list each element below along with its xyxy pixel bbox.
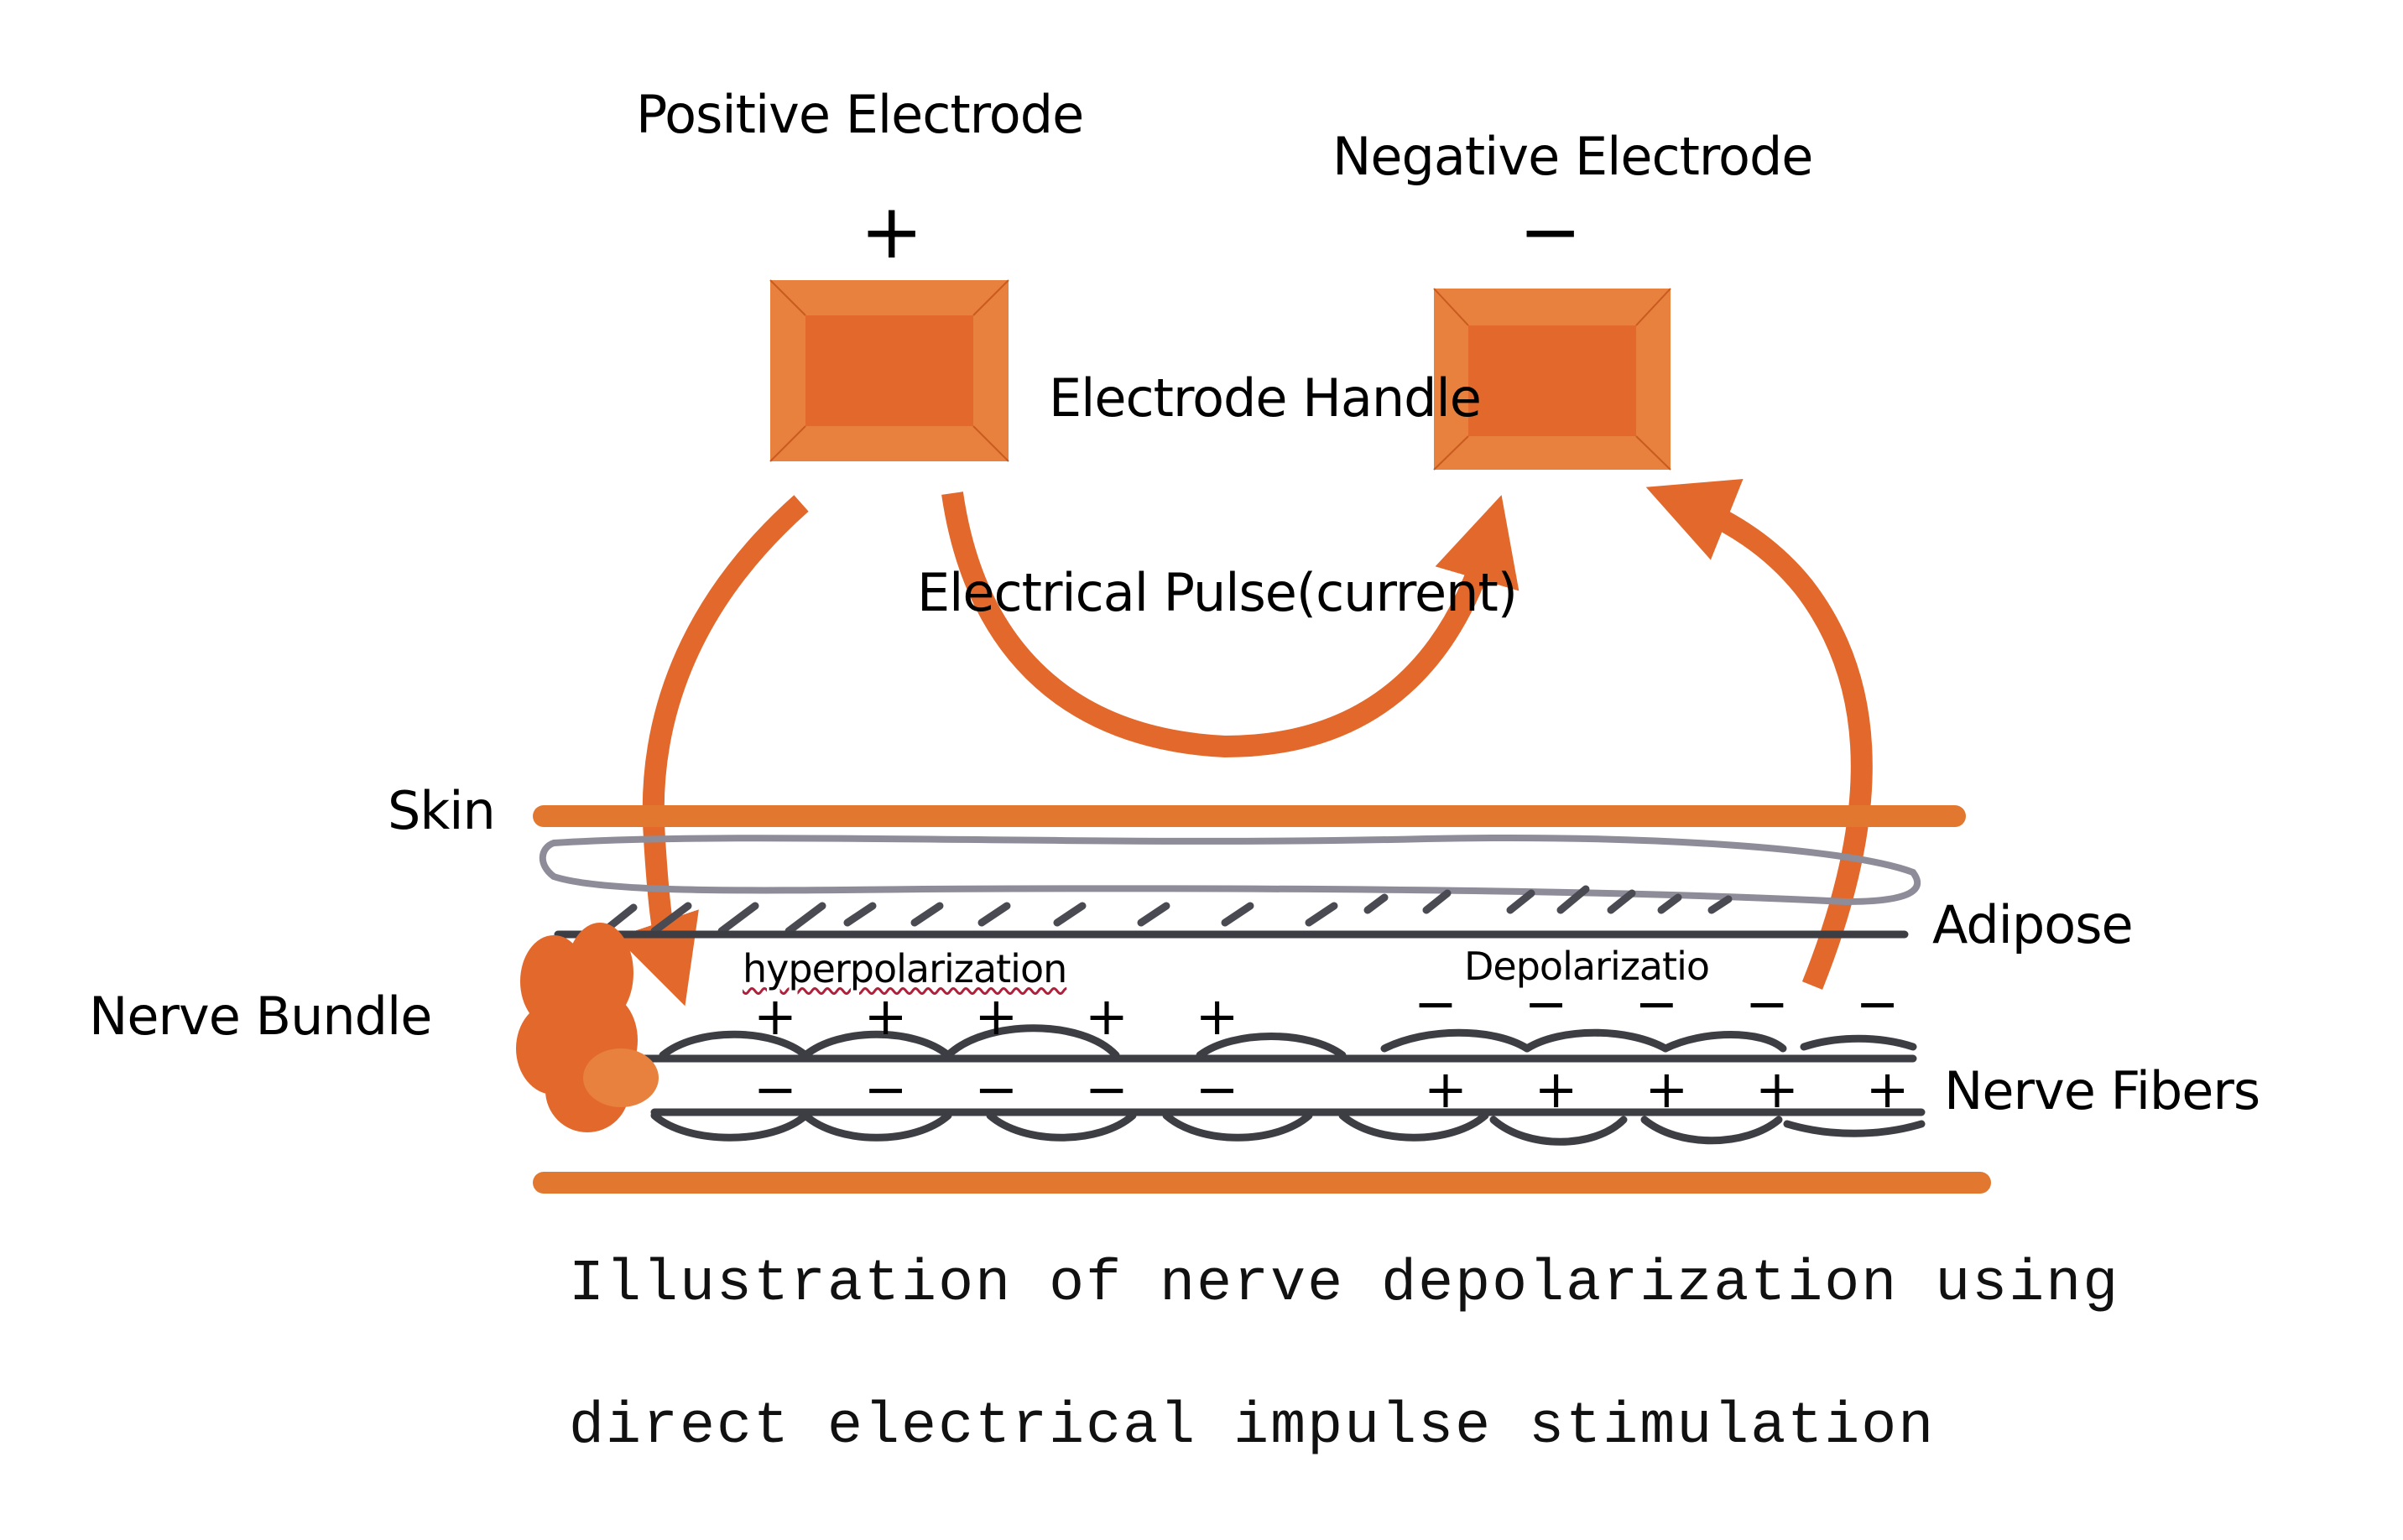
nerve-bundle-label: Nerve Bundle: [89, 986, 432, 1047]
depolarization-positive-charges: + + + + +: [1424, 1059, 1935, 1120]
current-arrow-middle: [941, 492, 1519, 758]
current-arrow-left: [616, 495, 809, 1007]
nerve-fibers-label: Nerve Fibers: [1944, 1060, 2260, 1121]
negative-electrode-label: Negative Electrode: [1332, 126, 1813, 187]
caption-line-1: Illustration of nerve depolarization usi…: [569, 1251, 2120, 1318]
hyperpolarization-negative-charges: − − − − −: [753, 1059, 1264, 1120]
depolarization-label: Depolarizatio: [1464, 944, 1710, 989]
adipose-hatching: [600, 885, 1733, 935]
depolarization-negative-charges: − − − − −: [1414, 973, 1925, 1034]
skin-label: Skin: [388, 780, 496, 841]
negative-sign: −: [1519, 188, 1582, 276]
positive-electrode-label: Positive Electrode: [636, 84, 1084, 145]
adipose-layer: [539, 835, 1921, 906]
nerve-bundle: [516, 923, 659, 1132]
myelin-sheaths-top: [659, 1024, 1917, 1059]
hyperpolarization-label: hyperpolarization: [743, 946, 1067, 991]
positive-electrode-pad: [769, 279, 1009, 462]
electrical-pulse-label: Electrical Pulse(current): [917, 562, 1518, 623]
adipose-label: Adipose: [1932, 894, 2134, 955]
positive-sign: +: [860, 188, 924, 276]
myelin-sheaths-bottom: [650, 1111, 1926, 1146]
negative-electrode-pad: [1433, 288, 1671, 471]
current-arrow-right: [1645, 479, 1873, 990]
electrode-handle-label: Electrode Handle: [1049, 367, 1482, 429]
caption-line-2: direct electrical impulse stimulation: [569, 1394, 1936, 1460]
hyperpolarization-positive-charges: + + + + +: [753, 986, 1264, 1047]
